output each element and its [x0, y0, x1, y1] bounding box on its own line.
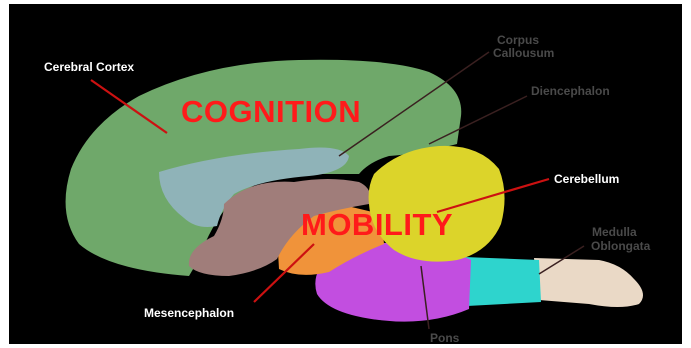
label-cerebellum: Cerebellum	[554, 173, 619, 186]
label-cerebral-cortex: Cerebral Cortex	[44, 61, 134, 74]
label-pons: Pons	[430, 332, 459, 344]
label-mesencephalon: Mesencephalon	[144, 307, 234, 320]
label-medulla-1: Medulla	[592, 226, 637, 239]
emphasis-cognition: COGNITION	[181, 94, 361, 130]
region-cerebellum	[369, 146, 505, 262]
emphasis-mobility: MOBILITY	[301, 207, 453, 243]
label-medulla-2: Oblongata	[591, 240, 650, 253]
brain-diagram: Cerebral Cortex Corpus Callousum Diencep…	[9, 4, 682, 344]
label-diencephalon: Diencephalon	[531, 85, 610, 98]
label-corpus-callosum-2: Callousum	[493, 47, 554, 60]
region-medulla-oblongata	[464, 257, 541, 306]
region-spinal-cord	[534, 258, 643, 307]
